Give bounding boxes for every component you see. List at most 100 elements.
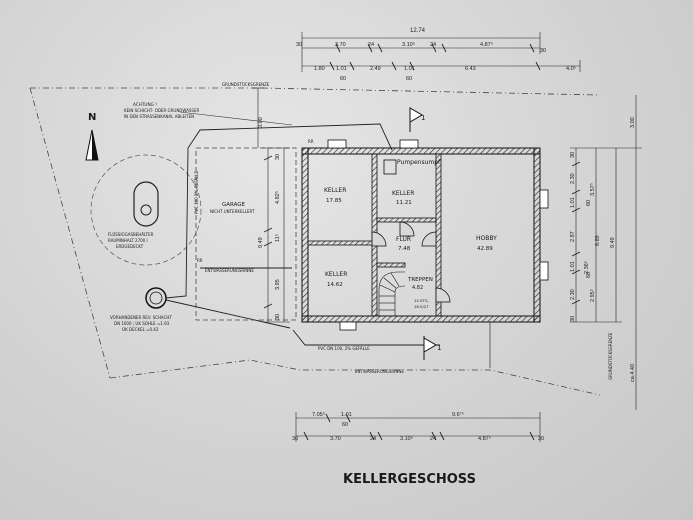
dim-right-v1: 30 bbox=[570, 152, 576, 158]
drain-label-bottom: ENTWÄSSERUNGSRINNE bbox=[355, 369, 404, 374]
flur-name: FLUR bbox=[396, 236, 411, 243]
pipe-label-bottom: PVC DN 100, 2% GEFÄLLE bbox=[318, 346, 370, 351]
manhole bbox=[145, 287, 167, 309]
dim-right-v1: 1.01 bbox=[570, 197, 576, 208]
treppen-name: TREPPEN bbox=[407, 277, 433, 283]
dim-right-v1: 1.01 bbox=[570, 261, 576, 272]
pipe-label-left: PVC 100 2% GEFÄLLE bbox=[194, 171, 199, 214]
dim-right-v2: 8.89 bbox=[595, 235, 601, 246]
hobby-name: HOBBY bbox=[476, 235, 497, 242]
dim-right-v1: 2.87 bbox=[570, 231, 576, 242]
door-swings bbox=[371, 221, 451, 303]
north-label: N bbox=[88, 112, 96, 123]
plan-title: KELLERGESCHOSS bbox=[343, 472, 476, 487]
keller3-area: 14.62 bbox=[327, 282, 343, 288]
section-mark-top: 1 bbox=[421, 114, 425, 122]
garage-outline bbox=[195, 147, 297, 321]
dim-left-v2: 11⁵ bbox=[274, 234, 281, 242]
dim-bottom-r1: 7.05⁵ bbox=[312, 411, 325, 418]
dim-top-r1: 4.87⁵ bbox=[480, 41, 493, 48]
keller2-area: 11.21 bbox=[396, 200, 412, 206]
dim-right-v1b: 60 bbox=[586, 272, 592, 278]
pump-sump bbox=[383, 159, 397, 175]
dim-right-v1: 2.30 bbox=[570, 289, 576, 300]
dim-bottom-r2: 30 bbox=[292, 436, 298, 442]
dim-right-v3: 9.49 bbox=[610, 237, 616, 248]
house-walls bbox=[301, 147, 541, 323]
north-arrow: N bbox=[85, 112, 99, 161]
rr-label-left: RR bbox=[197, 258, 203, 263]
dim-top-r1: 30 bbox=[540, 48, 546, 54]
dim-right-v2: 2.95⁵ bbox=[589, 289, 596, 302]
dim-right-v1: 30 bbox=[570, 316, 576, 322]
garage-note: NICHT UNTERKELLERT bbox=[210, 209, 255, 214]
dim-right-v1: 2.30 bbox=[570, 173, 576, 184]
dim-right-v2: 3.57⁵ bbox=[589, 183, 596, 196]
section-mark-bottom: 1 bbox=[437, 344, 441, 352]
dim-top-r2: 1.01 bbox=[404, 66, 415, 72]
keller3-name: KELLER bbox=[325, 271, 347, 278]
dim-bottom-r1: 9.6⁷⁵ bbox=[452, 411, 464, 418]
manhole-label-1: VORHANDENER REV. SCHACHT bbox=[110, 315, 172, 320]
boundary-label: GRUNDSTÜCKSGRENZE bbox=[222, 82, 270, 87]
staircase bbox=[378, 271, 406, 316]
tank-label-3: ERDGEDECKT bbox=[116, 244, 144, 249]
pipe-lines bbox=[165, 123, 440, 346]
dim-top-r2: 1.80 bbox=[314, 66, 325, 72]
dim-top-r2: 1.01 bbox=[336, 66, 347, 72]
boundary-label-right: GRUNDSTÜCKSGRENZE bbox=[608, 332, 613, 380]
keller2-name: KELLER bbox=[392, 190, 414, 197]
dim-bottom-r2: 24 bbox=[430, 436, 436, 442]
dim-bottom-r2: 3.70 bbox=[330, 436, 341, 442]
dim-left-v2: 4.82⁵ bbox=[274, 191, 281, 204]
dim-top-r2: 2.49 bbox=[370, 66, 381, 72]
manhole-label-2: DN 1000 ; UK SOHLE =1.93 bbox=[114, 321, 170, 326]
dim-top-r1: 30 bbox=[296, 42, 302, 48]
dim-top-overall: 12.74 bbox=[410, 28, 426, 34]
flur-area: 7.48 bbox=[398, 246, 411, 252]
stair-note-2: 16.5/27 bbox=[414, 304, 429, 309]
keller1-area: 17.85 bbox=[326, 198, 342, 204]
dim-top-r1: 3.70 bbox=[335, 42, 346, 48]
tank-label-1: FLÜSSIGGASBEHÄLTER bbox=[108, 232, 154, 237]
rr-label-top: RR bbox=[308, 139, 314, 144]
stair-note-1: 14 STG. bbox=[414, 298, 429, 303]
dimension-lines bbox=[252, 32, 642, 442]
dim-right-v5: ca.4.40 bbox=[630, 364, 636, 382]
dim-top-r2: 6.43 bbox=[465, 66, 476, 72]
site-note-line1: ACHTUNG ! bbox=[133, 102, 157, 107]
pump-label: Pumpensumpf bbox=[397, 159, 441, 166]
garage-name: GARAGE bbox=[222, 202, 246, 208]
dim-left-v1: 3.00 bbox=[258, 117, 264, 128]
dim-right-v1b: 60 bbox=[586, 200, 592, 206]
dim-top-r2b: 60 bbox=[340, 76, 346, 82]
dim-bottom-r2: 30 bbox=[538, 436, 544, 442]
dimension-ticks bbox=[263, 43, 581, 441]
dim-top-r1: 24 bbox=[368, 42, 374, 48]
section-marker-top: 1 bbox=[409, 107, 425, 132]
dim-top-r1: 3.10⁵ bbox=[402, 41, 415, 48]
windows bbox=[327, 139, 549, 331]
gas-tank bbox=[90, 154, 202, 266]
section-marker-bottom: 1 bbox=[423, 336, 441, 360]
keller1-name: KELLER bbox=[324, 187, 346, 194]
site-boundary bbox=[29, 87, 601, 396]
dim-left-v3: 9.49 bbox=[258, 237, 264, 248]
hobby-area: 42.89 bbox=[477, 246, 493, 252]
dim-bottom-r2: 3.10⁵ bbox=[400, 435, 413, 442]
dim-left-v2: 3.95 bbox=[275, 279, 281, 290]
drain-label-left: ENTWÄSSERUNGSRINNE bbox=[205, 268, 254, 273]
dim-left-v2: 30 bbox=[275, 314, 281, 320]
site-note-line3: IN DEN STRASSENKANAL ABLEITEN bbox=[124, 114, 194, 119]
manhole-label-3: OK DECKEL =0.43 bbox=[122, 327, 159, 332]
dim-top-r2: 4.0⁵ bbox=[566, 65, 576, 72]
site-note-line2: KEIN SCHICHT- ODER GRUNDWASSER bbox=[124, 108, 199, 113]
dim-bottom-r2: 24 bbox=[370, 436, 376, 442]
tank-label-2: RAUMINHALT 2700 l bbox=[108, 238, 148, 243]
treppen-area: 4.82 bbox=[412, 285, 423, 291]
dim-right-v4: 3.00 bbox=[630, 117, 636, 128]
dim-bottom-r1b: 60 bbox=[342, 422, 348, 428]
dim-top-r1: 24 bbox=[430, 42, 436, 48]
